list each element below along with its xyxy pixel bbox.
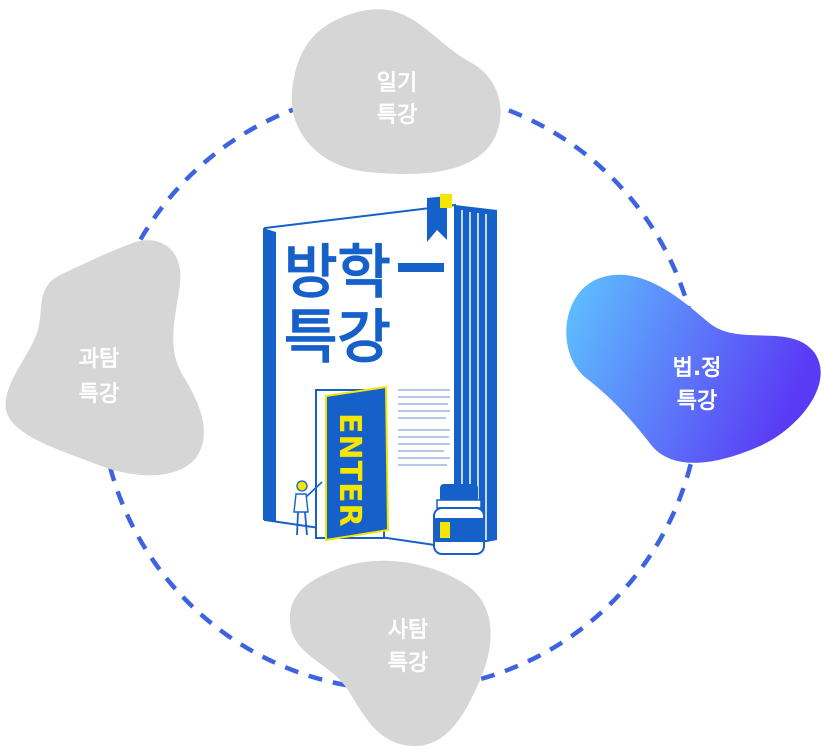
node-science-label2: 특강 <box>79 382 119 407</box>
node-diary[interactable]: 일기 특강 <box>291 9 501 174</box>
page-text-lines <box>398 389 450 466</box>
enter-label: ENTER <box>332 413 367 528</box>
book-title-line1: 방학 <box>284 238 391 306</box>
jar-illustration <box>433 484 485 555</box>
node-law[interactable]: 법.정 특강 <box>566 274 821 463</box>
book-title-line2: 특강 <box>284 303 391 371</box>
node-law-label1: 법.정 <box>673 356 722 381</box>
node-social-label1: 사탐 <box>388 618 428 643</box>
node-diary-label1: 일기 <box>377 71 417 96</box>
node-law-shape <box>566 274 821 463</box>
node-science[interactable]: 과탐 특강 <box>5 240 204 476</box>
book-spine <box>263 228 276 522</box>
book-illustration: 방학 특강 ENTER <box>263 194 497 555</box>
enter-door[interactable] <box>325 385 390 542</box>
node-social-shape <box>289 560 491 747</box>
title-dash <box>398 263 444 272</box>
node-law-label2: 특강 <box>677 389 717 414</box>
node-science-label1: 과탐 <box>79 347 119 372</box>
node-science-shape <box>5 240 204 476</box>
node-diary-label2: 특강 <box>377 103 417 128</box>
node-diary-shape <box>291 9 501 174</box>
person-figure <box>293 480 323 536</box>
node-social-label2: 특강 <box>388 651 428 676</box>
node-social[interactable]: 사탐 특강 <box>289 560 491 747</box>
